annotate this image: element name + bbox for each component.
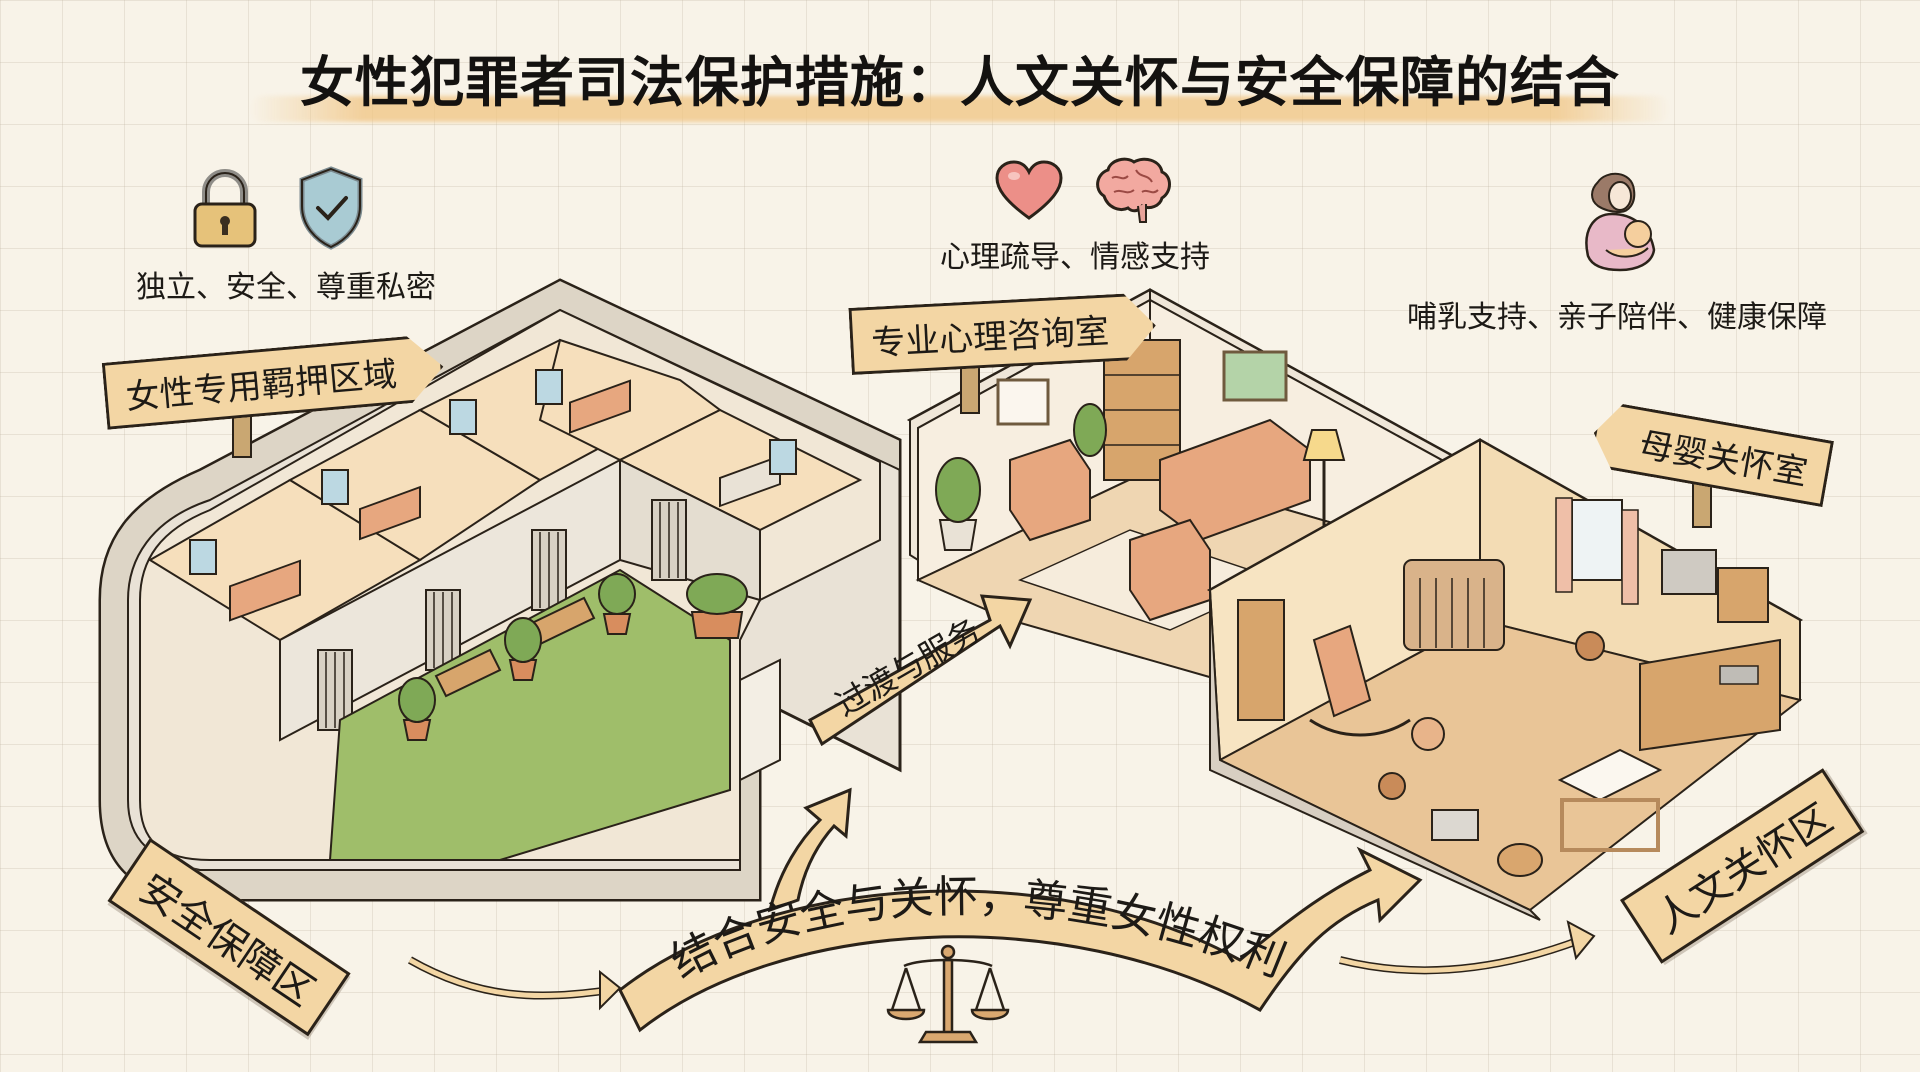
page-title: 女性犯罪者司法保护措施：人文关怀与安全保障的结合 [300, 51, 1620, 114]
lock-icon [190, 168, 260, 254]
detention-block [98, 278, 902, 902]
title-highlight [250, 96, 1670, 122]
maternal-caption: 哺乳支持、亲子陪伴、健康保障 [1407, 300, 1827, 335]
brain-icon [1092, 156, 1174, 232]
detention-caption: 独立、安全、尊重私密 [136, 270, 436, 305]
shield-check-icon [296, 166, 366, 254]
banner-arrow [618, 846, 1423, 1033]
mother-baby-icon [1576, 170, 1668, 278]
counseling-caption: 心理疏导、情感支持 [940, 240, 1210, 275]
scales-of-justice-icon [886, 944, 1010, 1044]
heart-icon [994, 160, 1064, 226]
transition-arrow [808, 594, 1033, 747]
maternal-room [1206, 438, 1804, 921]
